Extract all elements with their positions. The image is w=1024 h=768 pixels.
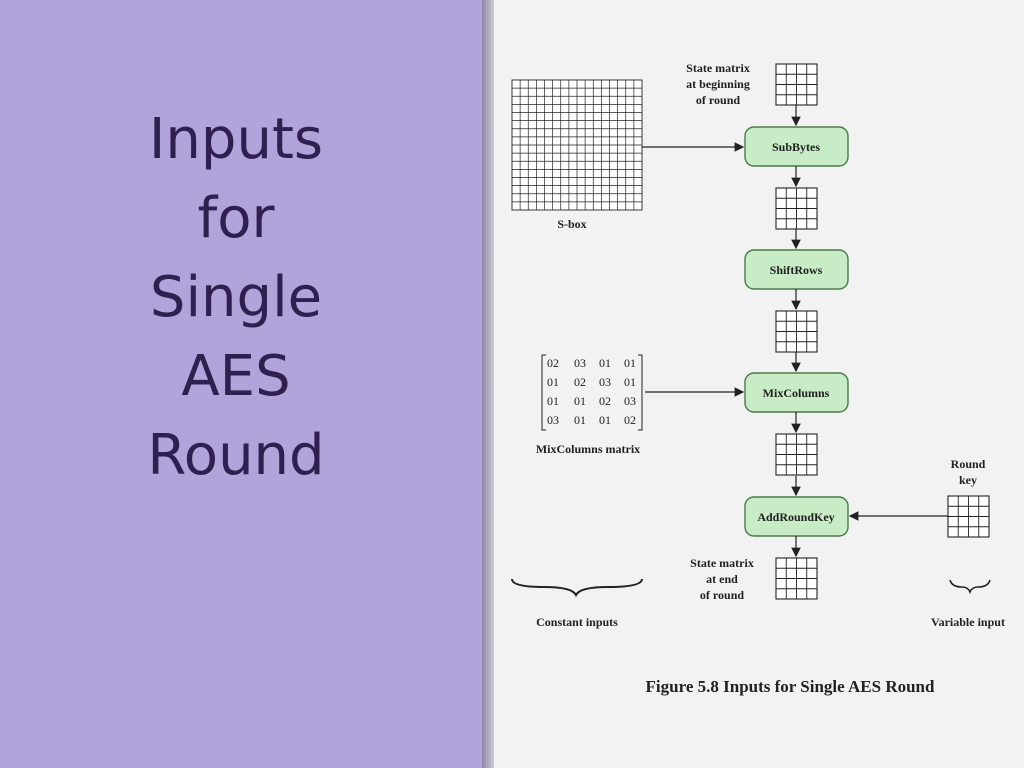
state-matrix-after-subbytes [775, 187, 818, 230]
state-matrix-after-shiftrows [775, 310, 818, 353]
state-begin-label-line: of round [696, 93, 740, 107]
round-key-label-line: Round [951, 457, 986, 471]
sbox-grid [511, 79, 643, 211]
subbytes-label: SubBytes [772, 140, 820, 154]
title-line: Inputs [148, 107, 324, 172]
state-matrix-after-mixcolumns [775, 433, 818, 476]
matrix-cell: 01 [599, 413, 611, 427]
variable-input-brace [949, 579, 991, 595]
state-end-label-line: of round [700, 588, 744, 602]
title-line: Round [147, 423, 325, 488]
round-key-label-line: key [959, 473, 977, 487]
slide-title: Inputs for Single AES Round [0, 100, 472, 495]
constant-inputs-brace [511, 578, 643, 598]
matrix-cell: 01 [574, 394, 586, 408]
title-line: for [197, 186, 275, 251]
matrix-cell: 02 [624, 413, 636, 427]
matrix-cell: 03 [574, 356, 586, 370]
addroundkey-label: AddRoundKey [757, 510, 834, 524]
shiftrows-label: ShiftRows [770, 263, 823, 277]
title-line: AES [181, 344, 291, 409]
matrix-cell: 03 [624, 394, 636, 408]
matrix-cell: 03 [599, 375, 611, 389]
left-panel: Inputs for Single AES Round [0, 0, 486, 768]
matrix-cell: 01 [547, 375, 559, 389]
mixcolumns-matrix: 02 03 01 01 01 02 03 01 01 01 02 03 03 01 01 02 [541, 354, 643, 431]
round-key-matrix [947, 495, 990, 538]
state-matrix-begin [775, 63, 818, 106]
state-end-label-line: at end [706, 572, 738, 586]
state-begin-label-line: State matrix [686, 61, 750, 75]
matrix-cell: 02 [547, 356, 559, 370]
mixcolumns-label: MixColumns [763, 386, 830, 400]
state-end-label-line: State matrix [690, 556, 754, 570]
matrix-cell: 03 [547, 413, 559, 427]
variable-input-label: Variable input [931, 615, 1005, 629]
matrix-cell: 01 [574, 413, 586, 427]
matrix-cell: 01 [624, 356, 636, 370]
matrix-cell: 02 [599, 394, 611, 408]
matrix-cell: 01 [599, 356, 611, 370]
title-line: Single [149, 265, 323, 330]
matrix-left-bracket [541, 354, 546, 431]
matrix-cell: 01 [547, 394, 559, 408]
matrix-right-bracket [638, 354, 643, 431]
state-matrix-end [775, 557, 818, 600]
state-begin-label-line: at beginning [686, 77, 750, 91]
matrix-cell: 01 [624, 375, 636, 389]
mixcolumns-matrix-label: MixColumns matrix [536, 442, 640, 456]
matrix-cell: 02 [574, 375, 586, 389]
figure-caption: Figure 5.8 Inputs for Single AES Round [646, 677, 935, 696]
sbox-label: S-box [557, 217, 586, 231]
constant-inputs-label: Constant inputs [536, 615, 618, 629]
